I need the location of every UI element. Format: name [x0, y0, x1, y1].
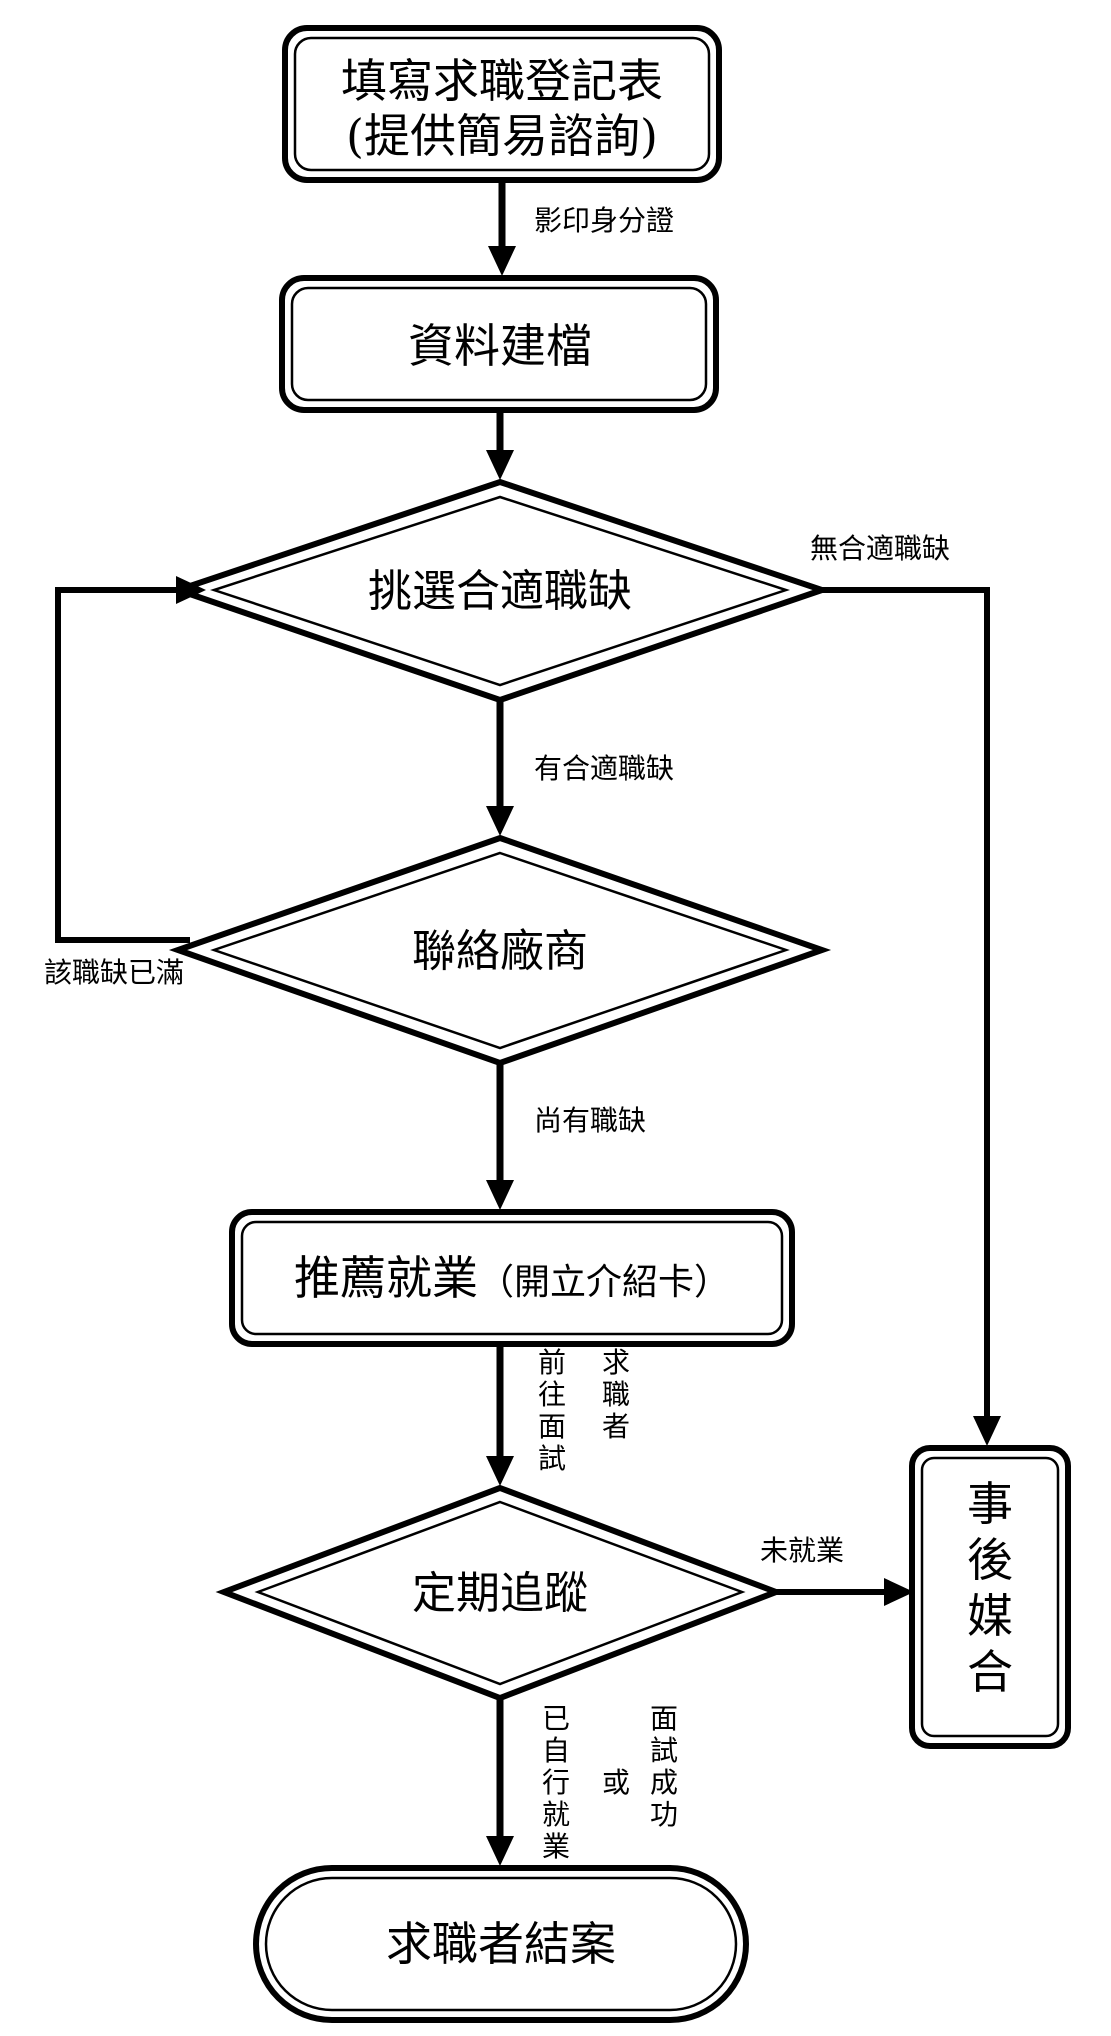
after-match-char-3: 媒 [967, 1589, 1013, 1643]
fill-form-node: 填寫求職登記表 (提供簡易諮詢) [282, 25, 722, 183]
arrow-has-vacancy [486, 700, 514, 836]
after-match-char-4: 合 [967, 1645, 1013, 1699]
arrow-not-employed [776, 1578, 914, 1606]
interview-col1-3: 面 [538, 1410, 566, 1443]
recommend-main: 推薦就業 [294, 1251, 478, 1305]
data-filing-node: 資料建檔 [279, 275, 719, 413]
self-emp-3: 行 [542, 1766, 570, 1799]
followup-label: 定期追蹤 [412, 1568, 588, 1619]
interview-col1-2: 往 [538, 1378, 566, 1411]
data-filing-label: 資料建檔 [408, 319, 592, 373]
arrow-vacancy-full-loop [55, 576, 206, 943]
label-vacancy-full: 該職缺已滿 [44, 956, 184, 989]
success-2: 試 [650, 1734, 678, 1767]
arrow-filing-to-select [486, 410, 514, 480]
case-closed-node: 求職者結案 [253, 1865, 749, 2023]
label-not-employed: 未就業 [760, 1534, 844, 1567]
after-match-char-1: 事 [967, 1477, 1013, 1531]
recommend-sub: （開立介紹卡） [478, 1262, 730, 1303]
self-emp-5: 業 [542, 1830, 570, 1863]
fill-form-title: 填寫求職登記表 [341, 54, 663, 108]
label-or: 或 [602, 1766, 630, 1799]
success-4: 功 [650, 1798, 678, 1831]
label-copy-id: 影印身分證 [534, 204, 674, 237]
arrow-interview [486, 1344, 514, 1486]
interview-col2-1: 求 [602, 1346, 630, 1379]
select-vacancy-node: 挑選合適職缺 [168, 478, 832, 704]
followup-node: 定期追蹤 [215, 1484, 785, 1702]
label-interview: 前 往 面 試 求 職 者 [538, 1346, 630, 1475]
after-match-char-2: 後 [967, 1533, 1013, 1587]
label-close-conditions: 已 自 行 就 業 或 面 試 成 功 [542, 1702, 678, 1863]
recommend-label: 推薦就業（開立介紹卡） [294, 1251, 730, 1305]
interview-col2-3: 者 [602, 1410, 630, 1443]
recommend-employment-node: 推薦就業（開立介紹卡） [229, 1209, 795, 1347]
arrow-to-close [486, 1698, 514, 1866]
self-emp-1: 已 [542, 1702, 570, 1735]
self-emp-4: 就 [542, 1798, 570, 1831]
interview-col2-2: 職 [602, 1378, 630, 1411]
case-closed-label: 求職者結案 [386, 1917, 616, 1971]
fill-form-subtitle: (提供簡易諮詢) [346, 109, 658, 163]
label-has-vacancy: 有合適職缺 [534, 752, 674, 785]
contact-company-node: 聯絡廠商 [168, 834, 832, 1067]
label-no-vacancy: 無合適職缺 [810, 532, 950, 565]
success-1: 面 [650, 1702, 678, 1735]
interview-col1-1: 前 [538, 1346, 566, 1379]
after-match-node: 事 後 媒 合 [909, 1445, 1071, 1749]
arrow-still-vacancy [486, 1063, 514, 1210]
arrow-form-to-filing [488, 180, 516, 276]
arrow-no-vacancy [822, 587, 1001, 1446]
select-vacancy-label: 挑選合適職缺 [368, 566, 632, 617]
success-3: 成 [650, 1766, 678, 1799]
contact-company-label: 聯絡廠商 [412, 926, 588, 977]
label-still-vacancy: 尚有職缺 [534, 1104, 646, 1137]
interview-col1-4: 試 [538, 1442, 566, 1475]
self-emp-2: 自 [542, 1734, 570, 1767]
